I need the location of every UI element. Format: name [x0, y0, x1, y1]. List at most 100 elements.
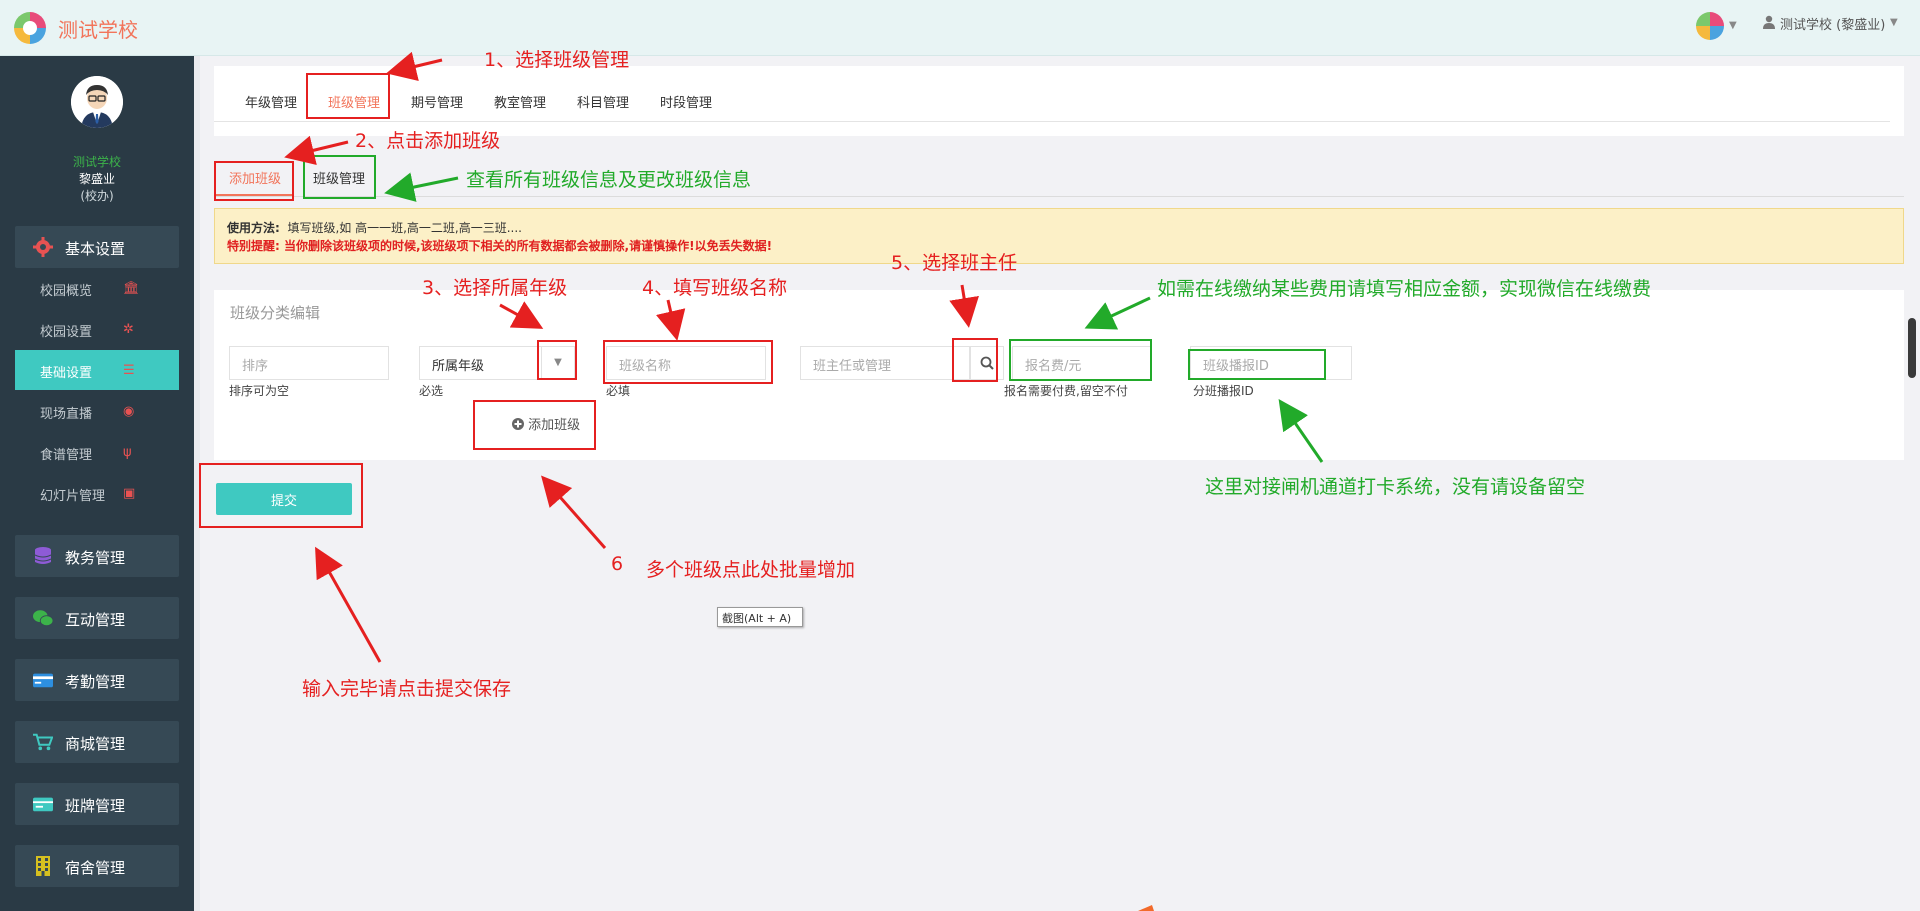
sidebar-group-label: 互动管理	[65, 611, 126, 629]
annotation-step-1: 1、选择班级管理	[484, 49, 630, 71]
tab-classroom[interactable]: 教室管理	[494, 96, 547, 111]
credit-card-icon	[33, 673, 53, 688]
placeholder: 排序	[242, 359, 269, 374]
selected-value: 所属年级	[432, 359, 485, 374]
sidebar-item-label: 校园设置	[40, 325, 93, 340]
annotation-box-fee	[1009, 339, 1152, 381]
sort-input[interactable]: 排序	[229, 346, 389, 380]
teacher-input[interactable]: 班主任或管理	[800, 346, 970, 380]
top-bar: 测试学校 ▼ 测试学校 (黎盛业) ▼	[0, 0, 1920, 56]
sidebar-item-label: 现场直播	[40, 407, 93, 422]
usage-notice: 使用方法: 填写班级,如 高一一班,高一二班,高一三班.... 特别提醒: 当你…	[214, 208, 1904, 264]
placeholder: 班级名称	[619, 359, 672, 374]
sidebar-item-campus-settings[interactable]: 校园设置 ✲	[15, 309, 179, 349]
sidebar-group-attendance[interactable]: 考勤管理	[15, 659, 179, 701]
sidebar-group-dorm[interactable]: 宿舍管理	[15, 845, 179, 887]
sidebar-group-label: 商城管理	[65, 735, 126, 753]
sidebar-group-class-board[interactable]: 班牌管理	[15, 783, 179, 825]
annotation-box-teacher	[952, 338, 998, 382]
eye-icon: ◉	[123, 404, 135, 419]
sidebar-item-live[interactable]: 现场直播 ◉	[15, 391, 179, 431]
fee-hint: 报名需要付费,留空不付	[1004, 384, 1128, 398]
screenshot-tooltip: 截图(Alt + A)	[717, 607, 803, 627]
sidebar-group-label: 班牌管理	[65, 797, 126, 815]
annotation-view-classes: 查看所有班级信息及更改班级信息	[466, 169, 752, 191]
bank-icon: 🏛	[123, 281, 140, 296]
list-icon: ☰	[123, 363, 135, 378]
scrollbar[interactable]	[1908, 318, 1916, 378]
annotation-step-6: 多个班级点此处批量增加	[646, 559, 856, 581]
sidebar-group-label: 教务管理	[65, 549, 126, 567]
chevron-down-icon[interactable]: ▼	[1729, 20, 1737, 31]
tab-period[interactable]: 时段管理	[660, 96, 713, 111]
divider	[214, 121, 1890, 122]
search-icon	[980, 356, 994, 370]
chevron-down-icon[interactable]: ▼	[1890, 17, 1898, 28]
annotation-step-5: 5、选择班主任	[891, 252, 1018, 274]
annotation-step-3: 3、选择所属年级	[422, 277, 568, 299]
divider	[214, 196, 1904, 197]
annotation-box-class-tab	[306, 73, 390, 119]
teacher-search-button[interactable]	[970, 346, 1004, 380]
annotation-gate: 这里对接闸机通道打卡系统，没有请设备留空	[1205, 476, 1586, 498]
sidebar: 测试学校 黎盛业 (校办) 基本设置 校园概览 🏛 校园设置 ✲ 基础设置 ☰ …	[0, 56, 194, 911]
app-title: 测试学校	[58, 18, 138, 42]
placeholder: 班级播报ID	[1203, 359, 1269, 374]
annotation-box-add-row	[473, 400, 596, 450]
grade-select[interactable]: 所属年级	[419, 346, 545, 380]
annotation-fee: 如需在线缴纳某些费用请填写相应金额，实现微信在线缴费	[1157, 278, 1652, 300]
usage-text: 填写班级,如 高一一班,高一二班,高一三班....	[287, 221, 522, 235]
sidebar-group-label: 宿舍管理	[65, 859, 126, 877]
chevron-down-icon[interactable]: ▼	[541, 346, 575, 380]
submit-button[interactable]: 提交	[216, 483, 352, 515]
placeholder: 报名费/元	[1025, 359, 1082, 374]
tab-class[interactable]: 班级管理	[328, 96, 381, 111]
sidebar-group-label: 基本设置	[65, 240, 126, 258]
wechat-icon	[33, 610, 53, 627]
usage-label: 使用方法:	[227, 221, 280, 235]
user-menu[interactable]: 测试学校 (黎盛业)	[1780, 18, 1886, 33]
board-icon	[33, 797, 53, 812]
sidebar-item-campus-overview[interactable]: 校园概览 🏛	[15, 268, 179, 308]
gear-icon: ✲	[123, 322, 134, 337]
tab-grade[interactable]: 年级管理	[245, 96, 298, 111]
arrow-step-6	[541, 475, 607, 549]
school-logo	[14, 12, 46, 44]
profile-avatar	[71, 76, 123, 128]
annotation-submit: 输入完毕请点击提交保存	[302, 678, 512, 700]
arrow-submit	[315, 546, 382, 663]
sidebar-item-label: 校园概览	[40, 284, 93, 299]
annotation-box-capture	[1188, 349, 1326, 380]
sidebar-item-basic-settings[interactable]: 基础设置 ☰	[15, 350, 179, 390]
sidebar-group-basic-settings[interactable]: 基本设置	[15, 226, 179, 268]
annotation-step-6-number: 6	[611, 553, 624, 575]
sidebar-item-slides[interactable]: 幻灯片管理 ▣	[15, 473, 179, 513]
add-class-label: 添加班级	[528, 418, 581, 433]
sidebar-group-interaction[interactable]: 互动管理	[15, 597, 179, 639]
sidebar-item-recipe[interactable]: 食谱管理 ψ	[15, 432, 179, 472]
class-edit-form: 班级分类编辑 排序 排序可为空 所属年级 ▼ 必选 班级名称 必填 班主任或管理…	[214, 290, 1904, 460]
tab-subject[interactable]: 科目管理	[577, 96, 630, 111]
annotation-box-class-name	[603, 340, 773, 384]
gear-icon	[33, 237, 53, 257]
user-icon	[1763, 15, 1775, 29]
profile-school: 测试学校	[72, 155, 121, 169]
warning-text: 特别提醒: 当你删除该班级项的时候,该班级项下相关的所有数据都会被删除,请谨慎操…	[227, 239, 773, 253]
sidebar-item-label: 基础设置	[40, 366, 93, 381]
annotation-box-add-class	[214, 161, 294, 201]
grade-hint: 必选	[419, 384, 444, 398]
annotation-box-submit	[199, 463, 363, 528]
tab-add-class[interactable]: 添加班级	[229, 172, 282, 187]
tab-class-list[interactable]: 班级管理	[313, 172, 366, 187]
annotation-box-grade	[537, 340, 577, 380]
tab-term[interactable]: 期号管理	[411, 96, 464, 111]
usage-line: 使用方法: 填写班级,如 高一一班,高一二班,高一三班....	[227, 219, 522, 236]
add-class-row-button[interactable]: 添加班级	[512, 414, 580, 433]
class-name-input[interactable]: 班级名称	[606, 346, 766, 380]
profile-role: (校办)	[80, 189, 114, 203]
sort-hint: 排序可为空	[229, 384, 290, 398]
content-gutter	[194, 56, 200, 911]
sidebar-group-shop[interactable]: 商城管理	[15, 721, 179, 763]
avatar[interactable]	[1696, 12, 1724, 40]
sidebar-group-academic[interactable]: 教务管理	[15, 535, 179, 577]
